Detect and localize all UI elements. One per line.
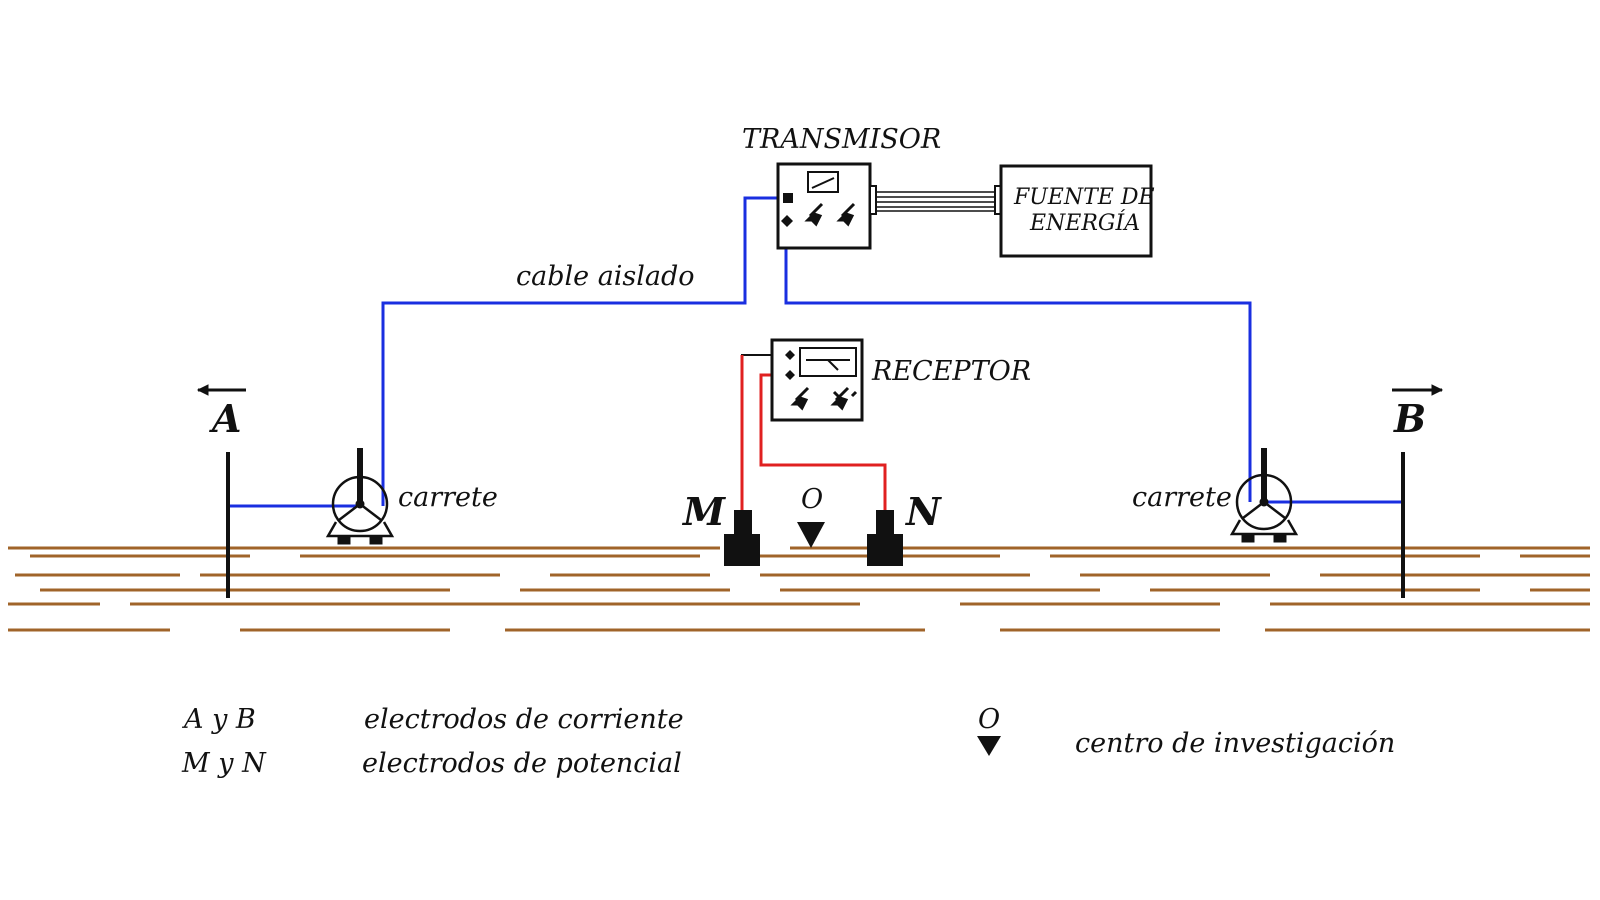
center-o-label: O: [801, 484, 823, 515]
transmitter-terminal-icon: [783, 193, 793, 203]
power-source-box: [999, 164, 1153, 258]
insulated-cable-label: cable aislado: [516, 261, 695, 292]
legend-o-symbol: O: [978, 704, 1000, 735]
ground-strata: [8, 546, 1590, 632]
electrode-m: [724, 510, 760, 566]
transmitter-terminal-icon: [781, 215, 793, 227]
electrode-b: [1392, 384, 1444, 598]
transmitter-label: TRANSMISOR: [742, 124, 941, 155]
legend-center-marker-icon: [977, 736, 1001, 756]
electrode-n-label: N: [905, 489, 942, 534]
cable-reel-left-icon: [325, 448, 395, 545]
electrode-a: [196, 384, 246, 598]
legend-mn-text: electrodos de potencial: [362, 748, 682, 779]
receiver-knob-icon: [830, 386, 858, 411]
legend: A y B electrodos de corriente M y N elec…: [181, 704, 1395, 779]
reel-left-label: carrete: [398, 482, 498, 513]
center-marker-icon: [797, 522, 825, 548]
transmitter-knob-icon: [804, 202, 824, 227]
reel-right-label: carrete: [1132, 482, 1232, 513]
electrode-a-label: A: [209, 396, 241, 441]
electrode-n: [867, 510, 903, 566]
receiver-terminal-icon: [785, 350, 795, 360]
legend-mn-symbol: M y N: [181, 748, 267, 779]
electrode-b-label: B: [1393, 396, 1426, 441]
receiver-meter-icon: [799, 347, 857, 377]
transmitter-knob-icon: [836, 202, 856, 227]
receiver-knob-icon: [790, 386, 810, 411]
legend-ab-text: electrodos de corriente: [364, 704, 684, 735]
transmitter-meter-icon: [807, 171, 839, 193]
power-cable-bundle: [869, 185, 1002, 215]
receiver-box: [770, 338, 864, 422]
electrode-m-label: M: [681, 489, 726, 534]
receiver-terminal-icon: [785, 370, 795, 380]
cable-reel-right-icon: [1229, 448, 1299, 543]
receiver-label: RECEPTOR: [871, 356, 1031, 387]
legend-ab-symbol: A y B: [181, 704, 256, 735]
legend-o-text: centro de investigación: [1075, 728, 1395, 759]
power-source-label-line2: ENERGÍA: [1029, 209, 1140, 236]
transmitter-box: [776, 162, 872, 250]
current-wires: [228, 196, 1403, 508]
power-source-label-line1: FUENTE DE: [1013, 185, 1155, 210]
